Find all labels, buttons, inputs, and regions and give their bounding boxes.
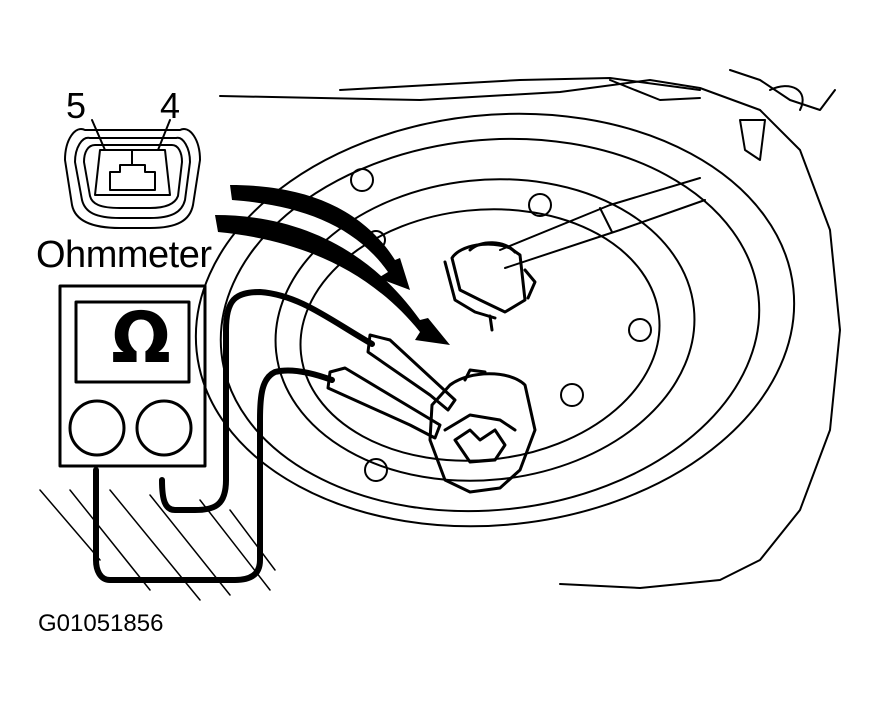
lower-connector <box>428 368 537 494</box>
pin-4-label: 4 <box>160 85 181 126</box>
pump-flange <box>194 112 796 528</box>
test-leads <box>93 289 375 583</box>
pin-5-label: 5 <box>66 85 87 126</box>
pointer-arrows <box>215 185 450 345</box>
fuel-tank-outline <box>219 69 841 589</box>
pump-pipe <box>499 177 706 269</box>
upper-connector <box>443 241 537 332</box>
connector-face <box>64 119 201 229</box>
ohmmeter-label: Ohmmeter <box>36 234 212 276</box>
bolt-holes <box>350 168 652 482</box>
test-probes <box>326 333 457 440</box>
floor-hatching <box>39 489 276 601</box>
ohm-symbol-icon: Ω <box>111 297 171 379</box>
ohmmeter-body <box>58 284 207 468</box>
figure-id: G01051856 <box>38 610 164 637</box>
